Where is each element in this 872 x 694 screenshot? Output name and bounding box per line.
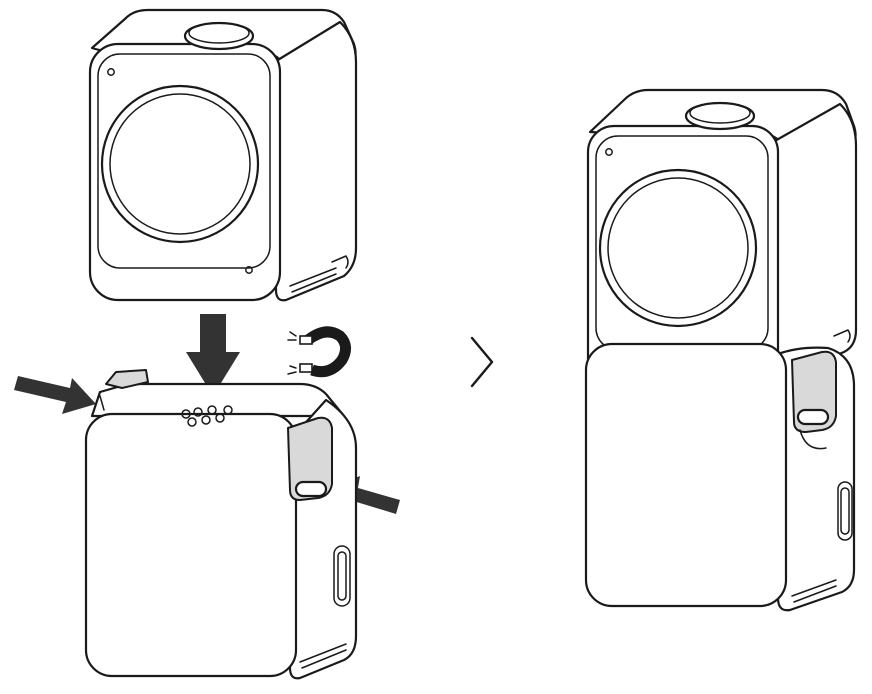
lens-inner-ring [109, 93, 251, 235]
lens-outer-ring [100, 84, 260, 244]
latch-right [287, 416, 333, 501]
attached-assembly [584, 88, 858, 612]
lens-outer-ring-right [598, 168, 758, 328]
camera-unit-top-left [88, 8, 358, 302]
press-arrow-left [14, 376, 96, 414]
magnet-icon [287, 326, 351, 378]
latch-left [105, 369, 149, 389]
down-arrow [186, 314, 240, 396]
pogo-pins [181, 405, 233, 427]
battery-module-left [84, 369, 358, 680]
chevron-right-icon [470, 336, 494, 388]
